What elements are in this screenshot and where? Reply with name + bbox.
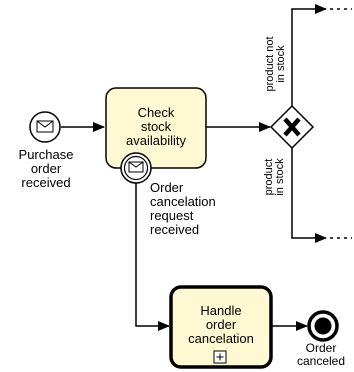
lower-flow-label: product in stock [263, 158, 286, 196]
handle-cancelation-label: Handle order cancelation [188, 303, 254, 346]
start-event-label: Purchase order received [18, 147, 74, 190]
expand-marker-icon[interactable] [213, 350, 227, 364]
end-event[interactable] [307, 310, 339, 342]
envelope-icon [128, 161, 144, 173]
boundary-message-event[interactable] [120, 152, 152, 184]
sequence-flow-boundary-to-handle [135, 183, 170, 331]
envelope-icon [36, 120, 54, 133]
sequence-flow-gateway-upper [291, 4, 327, 106]
boundary-event-label: Order cancelation request received [150, 180, 216, 237]
upper-flow-label: product not in stock [264, 36, 287, 92]
check-stock-task[interactable] [105, 87, 207, 169]
sequence-flow-gateway-lower [291, 148, 327, 243]
x-marker-icon [283, 117, 301, 137]
end-event-label: Order canceled [296, 341, 346, 368]
start-message-event[interactable] [29, 111, 61, 143]
exclusive-gateway[interactable] [269, 104, 315, 150]
handle-cancelation-subprocess[interactable] [169, 285, 273, 369]
check-stock-task-label: Check stock availability [126, 105, 186, 148]
